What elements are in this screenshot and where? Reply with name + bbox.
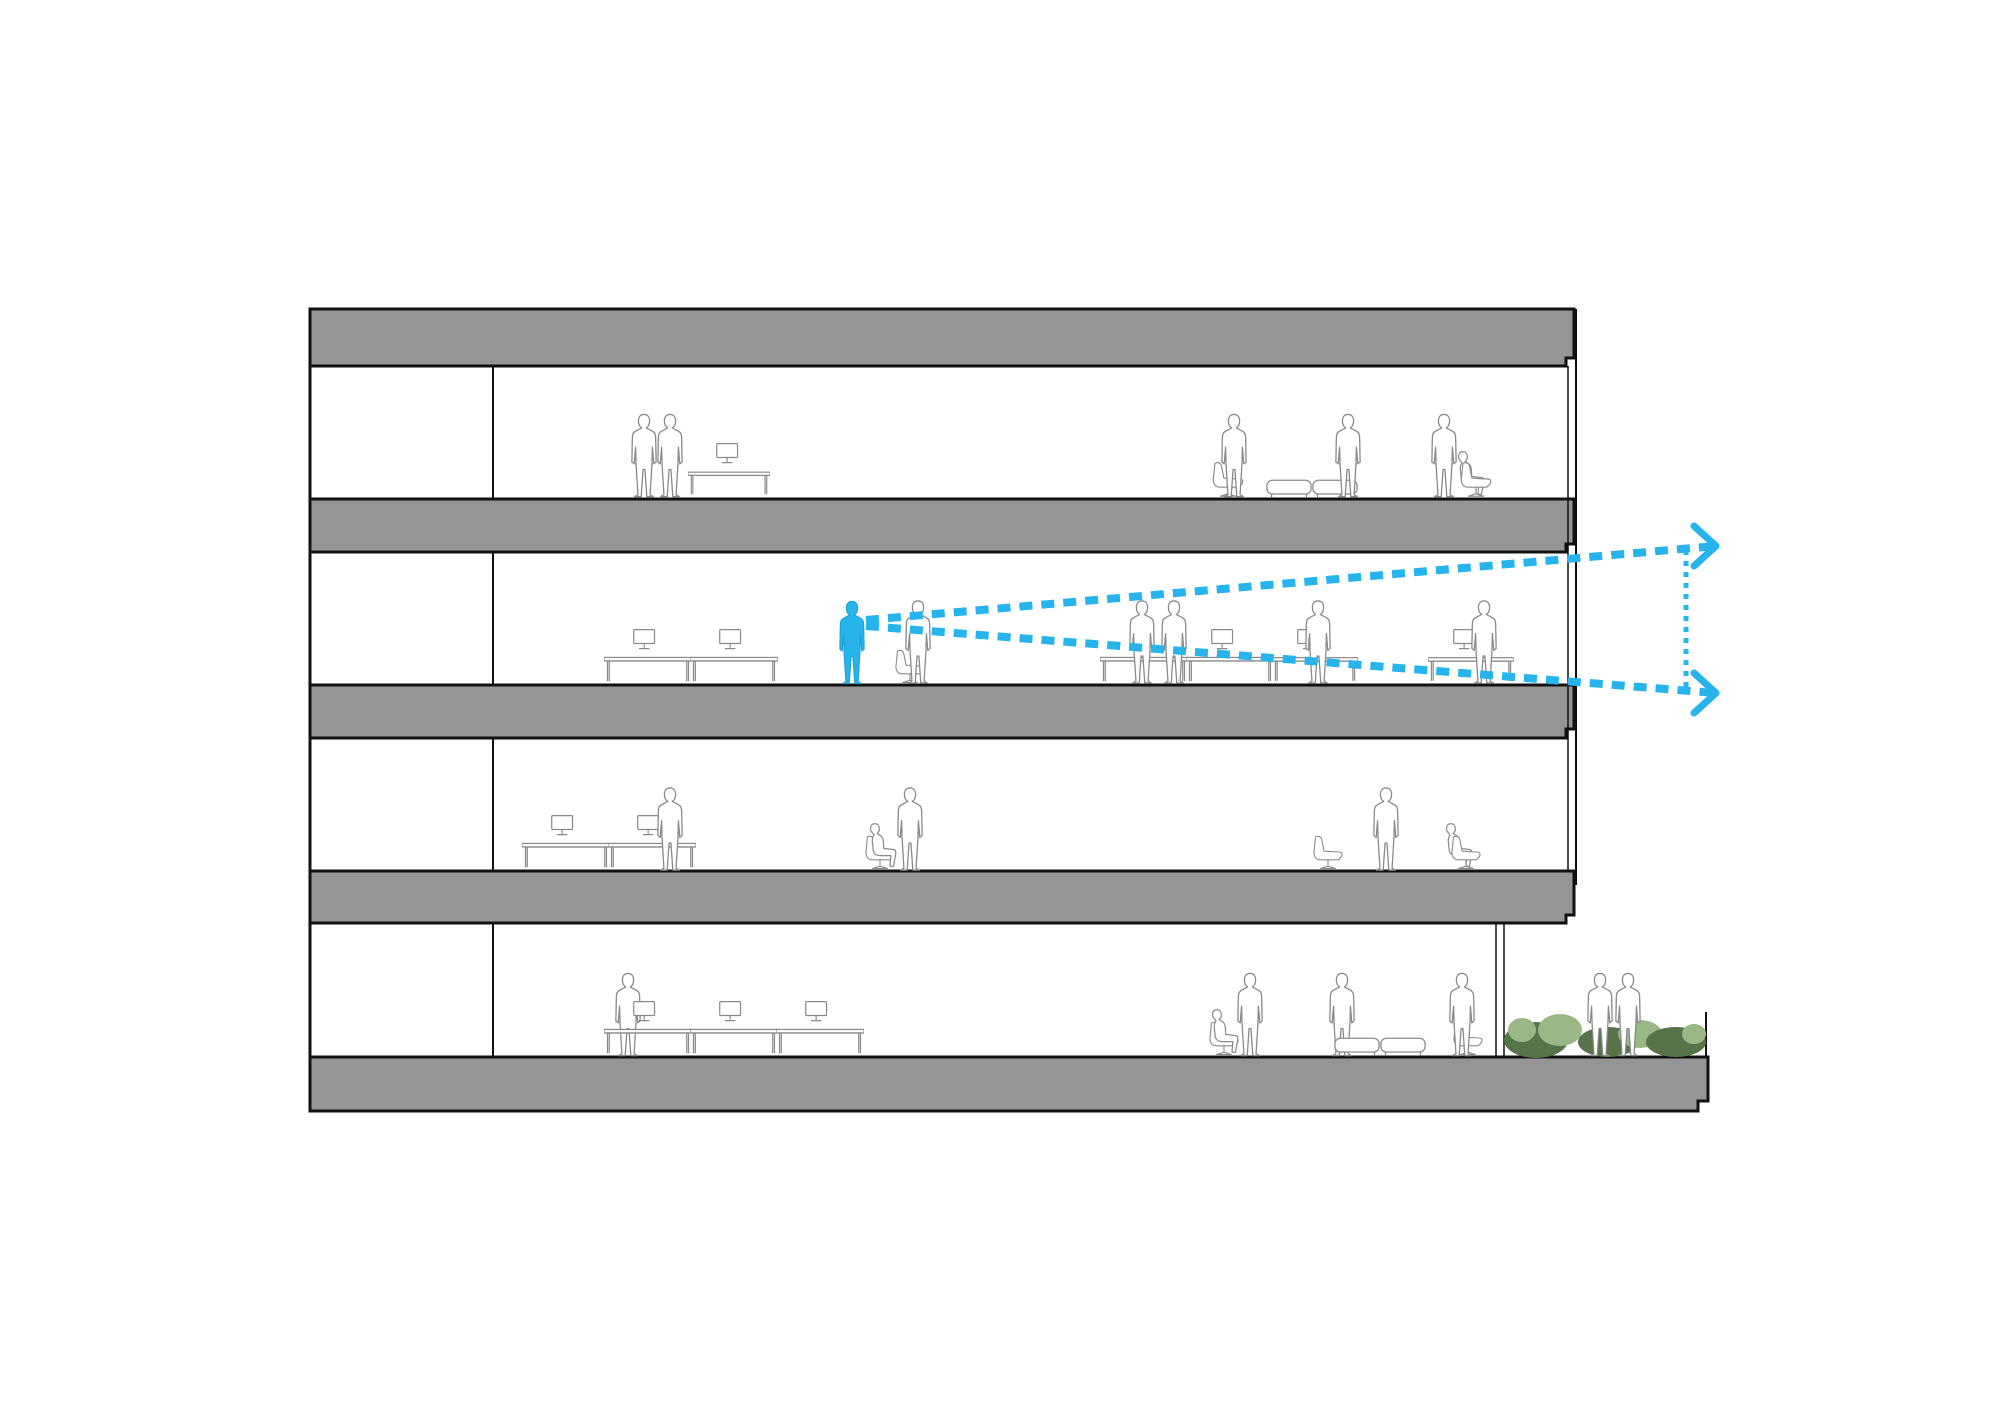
workstation-desk-icon	[690, 1028, 778, 1054]
person-silhouette-icon	[897, 787, 923, 871]
level-1-furnishing	[604, 972, 1483, 1057]
lounge-chair-icon	[1313, 835, 1343, 870]
terrace-planting	[1504, 972, 1706, 1058]
person-silhouette-icon	[1431, 413, 1457, 498]
computer-monitor-icon	[633, 628, 656, 650]
highlighted-person	[839, 600, 865, 685]
floor-slab-level-3	[308, 683, 1576, 740]
facade-glazing-ground	[1495, 923, 1505, 1057]
workstation-desk-icon	[608, 842, 696, 868]
floor-slab-level-4	[308, 497, 1576, 554]
workstation-desk-icon	[688, 471, 770, 496]
ottoman-icon	[1380, 1037, 1426, 1057]
view-line-lower	[865, 622, 1717, 697]
floor-slab-level-2	[308, 869, 1576, 925]
view-sightlines	[865, 522, 1720, 717]
person-silhouette-icon	[1305, 600, 1331, 684]
ottoman-icon	[1266, 479, 1312, 499]
workstation-desk-icon	[522, 842, 610, 868]
level-2-furnishing	[522, 787, 1481, 871]
person-silhouette-icon	[1237, 972, 1263, 1057]
level-3-furnishing	[604, 600, 1514, 684]
computer-monitor-icon	[719, 1000, 742, 1022]
lounge-chair-icon	[1460, 462, 1492, 497]
computer-monitor-icon	[719, 628, 742, 650]
structure-lines	[308, 309, 1707, 1111]
person-silhouette-icon	[631, 413, 657, 498]
roof-slab	[308, 307, 1576, 368]
person-silhouette-icon	[657, 787, 683, 871]
view-line-upper	[865, 542, 1717, 624]
computer-monitor-icon	[716, 442, 739, 464]
computer-monitor-icon	[805, 1000, 828, 1022]
person-silhouette-icon	[657, 413, 683, 498]
person-silhouette-icon	[1373, 787, 1399, 871]
chevron-right-icon	[1690, 522, 1720, 570]
ottoman-icon	[1334, 1037, 1380, 1057]
workstation-desk-icon	[604, 656, 692, 682]
chevron-right-icon	[1690, 669, 1720, 717]
workstation-desk-icon	[690, 656, 778, 682]
computer-monitor-icon	[637, 814, 660, 836]
workstation-desk-icon	[776, 1028, 864, 1054]
person-silhouette-icon	[1129, 600, 1155, 684]
floor-slabs	[308, 307, 1710, 1113]
level-4-furnishing	[631, 413, 1492, 499]
lounge-chair-icon	[1451, 835, 1481, 870]
computer-monitor-icon	[551, 814, 574, 836]
workstation-desk-icon	[604, 1028, 692, 1054]
ground-slab	[308, 1055, 1710, 1113]
computer-monitor-icon	[1211, 628, 1234, 650]
